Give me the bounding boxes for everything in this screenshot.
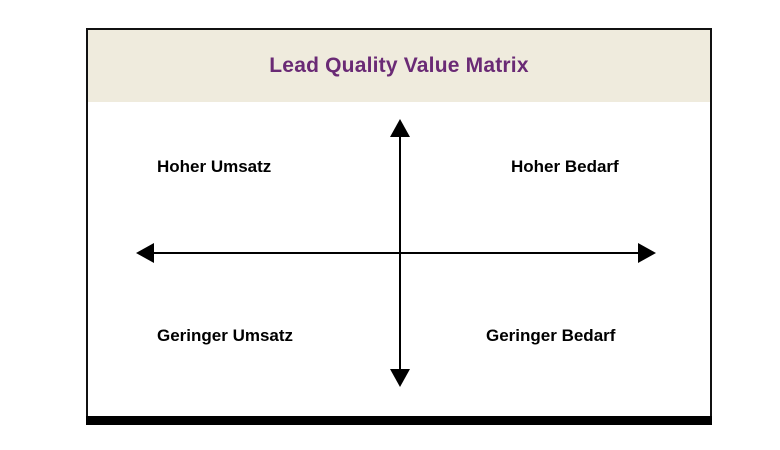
left-arrowhead: [136, 243, 154, 263]
card-bottom-border: [86, 416, 712, 425]
quadrant-label-bottom-right: Geringer Bedarf: [486, 326, 616, 345]
matrix-title: Lead Quality Value Matrix: [269, 54, 529, 77]
quadrant-label-top-right: Hoher Bedarf: [511, 157, 619, 176]
matrix-header: Lead Quality Value Matrix: [88, 30, 710, 102]
right-arrowhead: [638, 243, 656, 263]
up-arrowhead: [390, 119, 410, 137]
down-arrowhead: [390, 369, 410, 387]
quadrant-label-bottom-left: Geringer Umsatz: [157, 326, 294, 345]
quadrant-label-top-left: Hoher Umsatz: [157, 157, 272, 176]
